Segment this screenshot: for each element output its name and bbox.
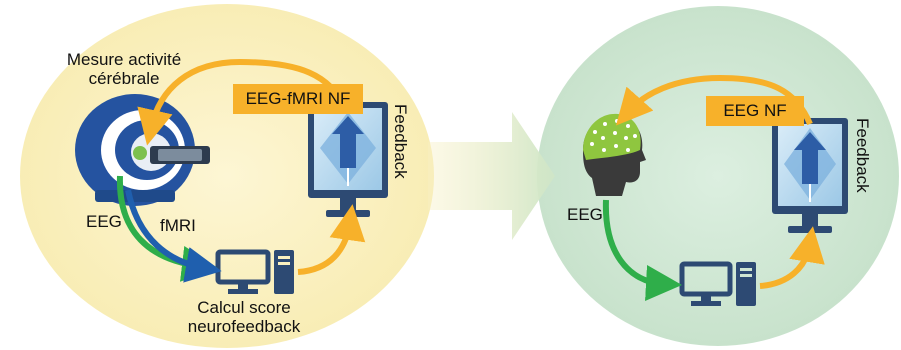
left-compute-to-feedback-arrow bbox=[297, 204, 366, 275]
left-eeg-label: EEG bbox=[86, 212, 122, 231]
measure-label: Mesure activité cérébrale bbox=[58, 50, 190, 88]
left-feedback-return-arrow bbox=[137, 58, 348, 146]
eeg-cap-head-icon bbox=[583, 113, 646, 196]
fmri-label: fMRI bbox=[160, 216, 196, 235]
right-eeg-signal-arrow bbox=[602, 199, 682, 301]
right-eeg-label: EEG bbox=[567, 205, 603, 224]
right-computer-icon bbox=[679, 261, 756, 306]
compute-label-line1: Calcul score bbox=[197, 298, 291, 317]
left-feedback-label: Feedback bbox=[391, 104, 410, 179]
mri-scanner-icon bbox=[75, 94, 210, 206]
transition-arrow bbox=[428, 112, 555, 240]
right-compute-to-feedback-arrow bbox=[759, 226, 825, 289]
left-feedback-monitor-icon bbox=[308, 102, 388, 217]
measure-label-line2: cérébrale bbox=[88, 69, 160, 88]
compute-label-line2: neurofeedback bbox=[187, 317, 301, 336]
right-modality-tag: EEG NF bbox=[706, 96, 804, 126]
left-modality-tag: EEG-fMRI NF bbox=[233, 84, 363, 114]
measure-label-line1: Mesure activité bbox=[66, 50, 182, 69]
compute-score-label: Calcul score neurofeedback bbox=[176, 298, 312, 336]
fmri-signal-arrow bbox=[125, 189, 222, 283]
right-feedback-label: Feedback bbox=[853, 118, 872, 193]
